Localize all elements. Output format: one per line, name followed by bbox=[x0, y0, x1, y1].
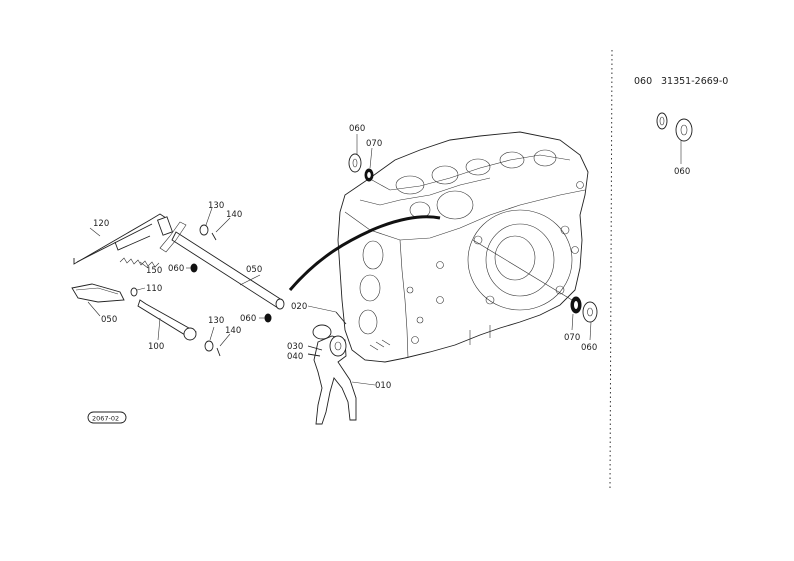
shift-fork bbox=[313, 335, 376, 425]
callout-070-top: 070 bbox=[366, 139, 382, 149]
clutch-pedal bbox=[71, 283, 125, 317]
top-washer-pin bbox=[199, 207, 231, 241]
inset-callout: 060 bbox=[674, 167, 690, 177]
stamp-text: 2067-02 bbox=[92, 415, 119, 423]
header-part-number: 31351-2669-0 bbox=[661, 76, 728, 87]
stamp-box bbox=[87, 411, 127, 424]
callout-150: 150 bbox=[146, 266, 162, 276]
low-washer-pin bbox=[204, 326, 231, 357]
callout-110: 110 bbox=[146, 284, 162, 294]
callout-100: 100 bbox=[148, 342, 164, 352]
callout-130-top: 130 bbox=[208, 201, 224, 211]
transmission-case bbox=[337, 131, 589, 363]
plug-060-left bbox=[190, 263, 198, 273]
top-seal-parts bbox=[348, 134, 374, 182]
callout-140-top: 140 bbox=[226, 210, 242, 220]
callout-050-shaft: 050 bbox=[246, 265, 262, 275]
pedal-arm bbox=[137, 299, 197, 341]
return-spring bbox=[119, 257, 160, 269]
linkage-rod bbox=[73, 213, 174, 265]
inset-seal-assembly bbox=[656, 112, 693, 164]
callout-060-lower: 060 bbox=[240, 314, 256, 324]
callout-060-left: 060 bbox=[168, 264, 184, 274]
pedal-pin bbox=[130, 287, 146, 297]
fork-pins bbox=[307, 305, 347, 357]
header-ref-code: 060 bbox=[634, 76, 652, 87]
callout-070-right: 070 bbox=[564, 333, 580, 343]
callout-130-low: 130 bbox=[208, 316, 224, 326]
cable-leader bbox=[288, 215, 441, 291]
callout-050-pedal: 050 bbox=[101, 315, 117, 325]
callout-010: 010 bbox=[375, 381, 391, 391]
shift-shaft bbox=[159, 221, 285, 310]
callout-030: 030 bbox=[287, 342, 303, 352]
callout-020: 020 bbox=[291, 302, 307, 312]
callout-040: 040 bbox=[287, 352, 303, 362]
plug-060-lower bbox=[264, 313, 272, 323]
callout-120: 120 bbox=[93, 219, 109, 229]
divider-line bbox=[609, 49, 613, 489]
right-seal-parts bbox=[472, 239, 598, 341]
callout-060-top: 060 bbox=[349, 124, 365, 134]
callout-060-right: 060 bbox=[581, 343, 597, 353]
callout-140-low: 140 bbox=[225, 326, 241, 336]
